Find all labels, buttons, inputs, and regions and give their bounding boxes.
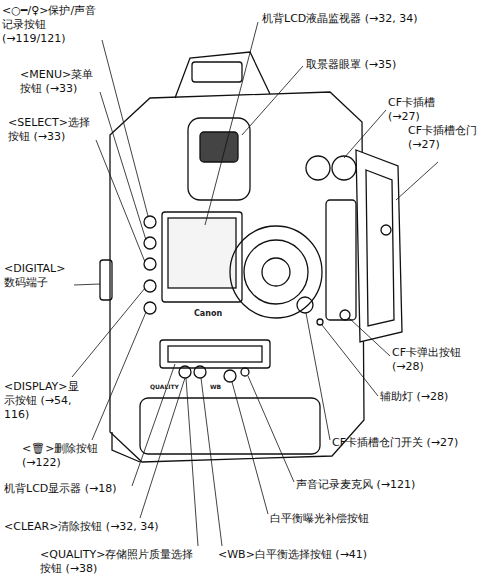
callout-label: 白平衡曝光补偿按钮 xyxy=(270,512,369,526)
callout-label: <MENU>菜单按钮 (→33) xyxy=(20,68,102,96)
callout-label: 机背LCD显示器 (→18) xyxy=(4,482,117,496)
callout-label: <DIGITAL>数码端子 xyxy=(4,262,74,290)
callout-label: <WB>白平衡选择按钮 (→41) xyxy=(218,548,367,562)
callout-label: <CLEAR>清除按钮 (→32, 34) xyxy=(4,520,159,534)
callout-label: 取景器眼罩 (→35) xyxy=(306,58,396,72)
callout-label: CF卡插槽仓门 (→27) xyxy=(408,124,494,152)
callout-label: <🗑>删除按钮 (→122) xyxy=(22,442,112,470)
callout-label: 辅助灯 (→28) xyxy=(380,390,448,404)
callout-label: CF卡弹出按钮 (→28) xyxy=(392,346,478,374)
callout-label: 声音记录麦克风 (→121) xyxy=(296,478,415,492)
callout-label: <○━/♀>保护/声音记录按钮 (→119/121) xyxy=(2,4,102,45)
callout-label: <DISPLAY>显示按钮 (→54, 116) xyxy=(4,380,86,421)
callout-label: <QUALITY>存储照片质量选择按钮 (→38) xyxy=(40,548,200,576)
button-text: QUALITY xyxy=(150,384,179,390)
callout-label: CF卡插槽 (→27) xyxy=(388,96,458,124)
callout-label: 机背LCD液晶监视器 (→32, 34) xyxy=(262,12,418,26)
callout-label: <SELECT>选择按钮 (→33) xyxy=(8,116,94,144)
callout-label: CF卡插槽仓门开关 (→27) xyxy=(332,436,458,450)
button-text: WB xyxy=(210,384,221,390)
brand-text: Canon xyxy=(194,310,222,318)
